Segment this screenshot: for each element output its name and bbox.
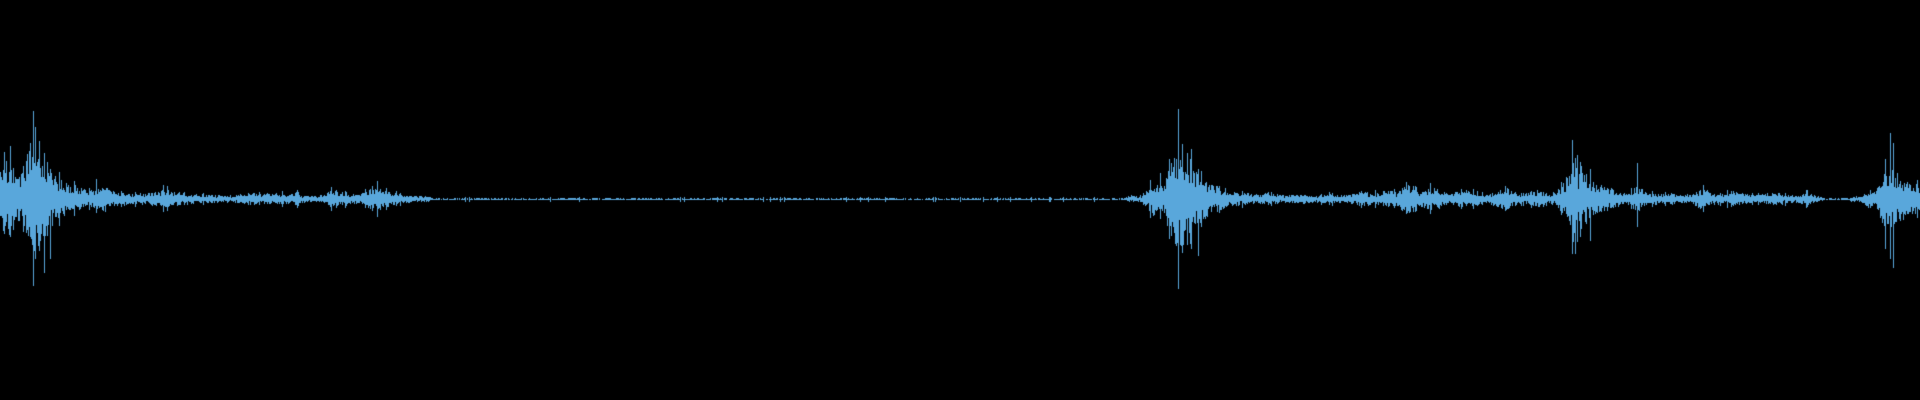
audio-waveform-canvas (0, 0, 1920, 400)
waveform-image (0, 0, 1920, 400)
